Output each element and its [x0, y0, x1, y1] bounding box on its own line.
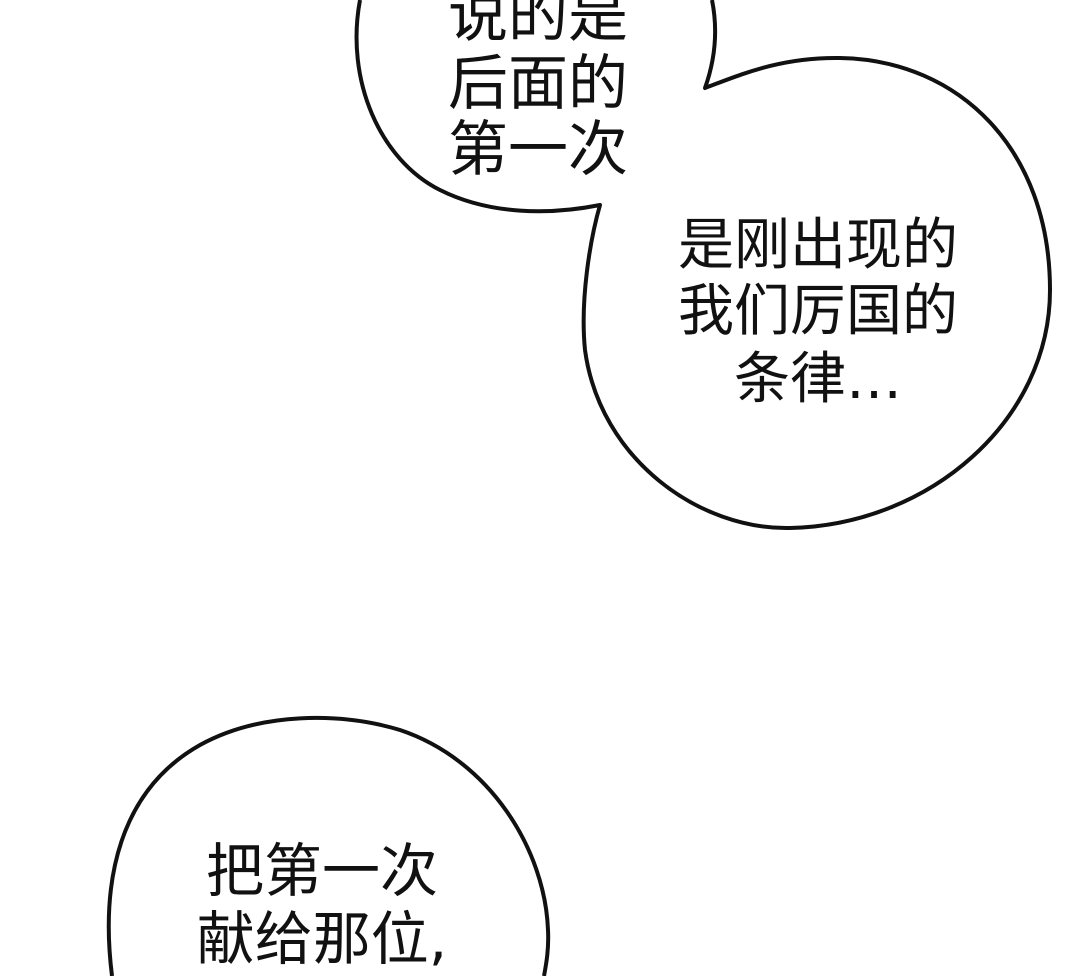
bubble-1-line-2: 后面的 — [448, 49, 628, 119]
bubble-3-line-1: 把第一次 — [205, 837, 439, 905]
speech-bubble-bottom — [106, 716, 551, 976]
bubble-1-line-3: 第一次 — [448, 115, 628, 185]
bubble-2-line-1: 是刚出现的 — [678, 213, 958, 278]
bubble-1-line-1: 说的是 — [448, 0, 628, 51]
bubble-2-line-3: 条律… — [734, 347, 902, 412]
bubble-3-line-2: 献给那位, — [196, 905, 448, 973]
bubble-2-line-2: 我们厉国的 — [678, 279, 958, 344]
speech-bubble-top — [354, 0, 1052, 531]
